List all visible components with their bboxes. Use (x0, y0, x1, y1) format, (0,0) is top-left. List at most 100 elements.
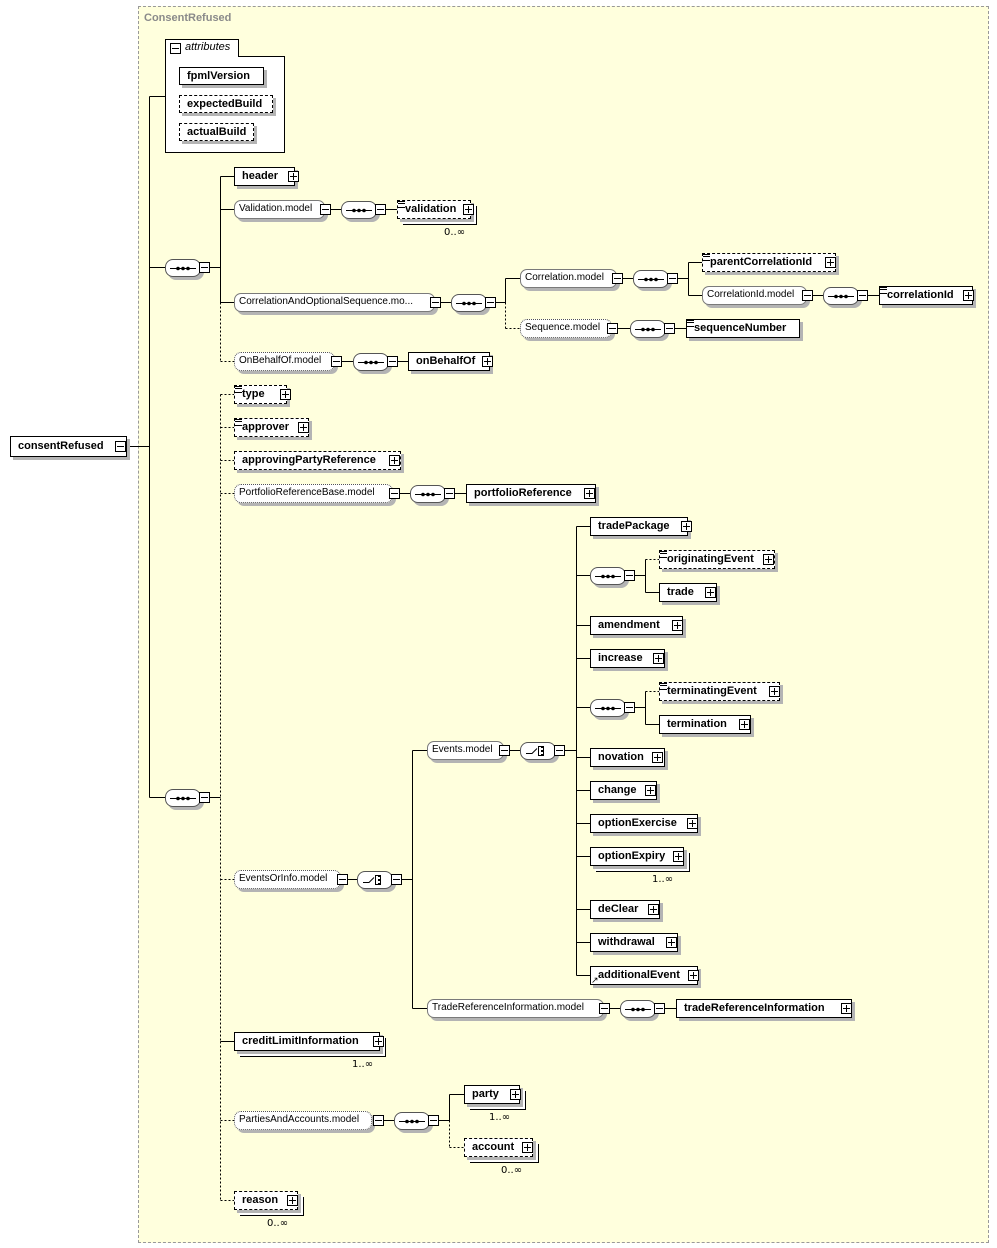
group-sequence-model[interactable]: Sequence.model (520, 319, 612, 338)
collapse-icon[interactable] (499, 745, 510, 756)
element-onbehalfof[interactable]: onBehalfOf (408, 352, 490, 371)
sequence-compositor[interactable] (341, 201, 377, 219)
expand-icon[interactable] (681, 521, 692, 532)
collapse-icon[interactable] (337, 874, 348, 885)
sequence-compositor[interactable] (630, 320, 666, 338)
element-originatingevent[interactable]: originatingEvent (659, 550, 775, 569)
element-increase[interactable]: increase (590, 649, 665, 668)
collapse-icon[interactable] (391, 874, 402, 885)
group-correlationid-model[interactable]: CorrelationId.model (702, 286, 807, 305)
collapse-icon[interactable] (624, 570, 635, 581)
expand-icon[interactable] (841, 1003, 852, 1014)
collapse-icon[interactable] (612, 273, 623, 284)
element-sequencenumber[interactable]: sequenceNumber (686, 319, 800, 338)
collapse-icon[interactable] (373, 1115, 384, 1126)
expand-icon[interactable] (673, 851, 684, 862)
collapse-icon[interactable] (199, 792, 210, 803)
sequence-compositor[interactable] (410, 485, 446, 503)
group-partiesandaccounts-model[interactable]: PartiesAndAccounts.model (234, 1111, 372, 1130)
collapse-icon[interactable] (428, 1115, 439, 1126)
element-novation[interactable]: novation (590, 748, 665, 767)
group-eventsorinfo-model[interactable]: EventsOrInfo.model (234, 870, 341, 889)
collapse-icon[interactable] (624, 702, 635, 713)
element-reason[interactable]: reason (234, 1191, 298, 1210)
expand-icon[interactable] (287, 1195, 298, 1206)
collapse-icon[interactable] (599, 1003, 610, 1014)
element-amendment[interactable]: amendment (590, 616, 683, 635)
attribute-actualbuild[interactable]: actualBuild (179, 123, 254, 141)
collapse-icon[interactable] (387, 356, 398, 367)
group-correlation-and-optional-sequence-model[interactable]: CorrelationAndOptionalSequence.mo... (234, 293, 435, 312)
sequence-compositor[interactable] (394, 1112, 430, 1130)
element-type[interactable]: type (234, 385, 287, 404)
expand-icon[interactable] (280, 389, 291, 400)
expand-icon[interactable] (373, 1036, 384, 1047)
expand-icon[interactable] (288, 171, 299, 182)
element-parentcorrelationid[interactable]: parentCorrelationId (702, 253, 836, 272)
sequence-compositor[interactable] (165, 789, 201, 807)
group-portfolioreferencebase-model[interactable]: PortfolioReferenceBase.model (234, 484, 393, 503)
element-tradepackage[interactable]: tradePackage (590, 517, 688, 536)
expand-icon[interactable] (963, 290, 974, 301)
choice-compositor[interactable] (520, 742, 556, 760)
expand-icon[interactable] (705, 587, 716, 598)
expand-icon[interactable] (652, 752, 663, 763)
collapse-icon[interactable] (554, 745, 565, 756)
expand-icon[interactable] (687, 818, 698, 829)
sequence-compositor[interactable] (353, 353, 389, 371)
expand-icon[interactable] (584, 488, 595, 499)
sequence-compositor[interactable] (823, 287, 859, 305)
attribute-expectedbuild[interactable]: expectedBuild (179, 95, 273, 113)
expand-icon[interactable] (648, 904, 659, 915)
element-termination[interactable]: termination (659, 715, 751, 734)
collapse-icon[interactable] (667, 273, 678, 284)
collapse-icon[interactable] (802, 290, 813, 301)
collapse-icon[interactable] (375, 204, 386, 215)
element-approver[interactable]: approver (234, 418, 309, 437)
group-events-model[interactable]: Events.model (427, 741, 504, 760)
expand-icon[interactable] (688, 970, 699, 981)
collapse-icon[interactable] (857, 290, 868, 301)
collapse-icon[interactable] (115, 441, 126, 452)
expand-icon[interactable] (653, 653, 664, 664)
element-terminatingevent[interactable]: terminatingEvent (659, 682, 780, 701)
collapse-icon[interactable] (331, 356, 342, 367)
group-correlation-model[interactable]: Correlation.model (520, 269, 617, 288)
element-tradereferenceinformation[interactable]: tradeReferenceInformation (676, 999, 852, 1018)
element-party[interactable]: party (464, 1085, 520, 1104)
expand-icon[interactable] (666, 937, 677, 948)
sequence-compositor[interactable] (590, 567, 626, 585)
choice-compositor[interactable] (357, 871, 393, 889)
element-account[interactable]: account (464, 1138, 533, 1157)
collapse-icon[interactable] (664, 323, 675, 334)
element-change[interactable]: change (590, 781, 657, 800)
expand-icon[interactable] (769, 686, 780, 697)
element-creditlimitinformation[interactable]: creditLimitInformation (234, 1032, 380, 1051)
expand-icon[interactable] (463, 204, 474, 215)
group-tradereferenceinformation-model[interactable]: TradeReferenceInformation.model (427, 999, 604, 1018)
element-withdrawal[interactable]: withdrawal (590, 933, 678, 952)
collapse-icon[interactable] (170, 43, 181, 54)
element-header[interactable]: header (234, 167, 295, 186)
group-onbehalfof-model[interactable]: OnBehalfOf.model (234, 352, 335, 371)
element-additionalevent[interactable]: additionalEvent (590, 966, 698, 985)
element-validation[interactable]: validation (397, 200, 471, 219)
collapse-icon[interactable] (444, 488, 455, 499)
expand-icon[interactable] (645, 785, 656, 796)
element-optionexercise[interactable]: optionExercise (590, 814, 698, 833)
expand-icon[interactable] (672, 620, 683, 631)
expand-icon[interactable] (298, 422, 309, 433)
collapse-icon[interactable] (485, 297, 496, 308)
sequence-compositor[interactable] (633, 270, 669, 288)
collapse-icon[interactable] (320, 204, 331, 215)
collapse-icon[interactable] (654, 1003, 665, 1014)
element-portfolioreference[interactable]: portfolioReference (466, 484, 596, 503)
expand-icon[interactable] (510, 1089, 521, 1100)
expand-icon[interactable] (763, 554, 774, 565)
root-element-consentrefused[interactable]: consentRefused (10, 436, 127, 457)
element-declear[interactable]: deClear (590, 900, 660, 919)
collapse-icon[interactable] (607, 323, 618, 334)
element-approvingpartyreference[interactable]: approvingPartyReference (234, 451, 401, 470)
sequence-compositor[interactable] (590, 699, 626, 717)
element-correlationid[interactable]: correlationId (879, 286, 973, 305)
